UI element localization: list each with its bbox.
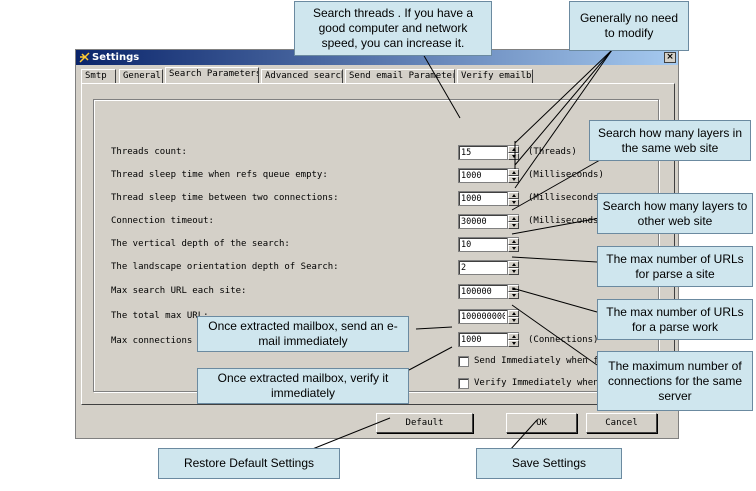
field-label-landscape-depth: The landscape orientation depth of Searc… xyxy=(111,262,339,272)
connection-timeout-input[interactable] xyxy=(461,216,505,228)
spin-up-icon[interactable] xyxy=(508,310,519,317)
tab-send-email-parameters[interactable]: Send email Parameters xyxy=(345,69,455,83)
max-url-each-site-input[interactable] xyxy=(461,286,505,298)
max-connections-input[interactable] xyxy=(461,334,505,346)
send-immediately-checkbox[interactable] xyxy=(458,356,469,367)
spin-down-icon[interactable] xyxy=(508,199,519,206)
tab-advanced-search[interactable]: Advanced search xyxy=(261,69,343,83)
max-connections-spinner[interactable] xyxy=(458,332,519,347)
spin-up-icon[interactable] xyxy=(508,169,519,176)
total-max-url-spinner[interactable] xyxy=(458,309,519,324)
search-parameters-panel: Threads count: (Threads) Thread sleep ti… xyxy=(81,83,675,405)
unit-connection-timeout: (Milliseconds) xyxy=(528,216,604,226)
spin-down-icon[interactable] xyxy=(508,245,519,252)
close-button[interactable]: × xyxy=(664,52,676,63)
sleep-queue-empty-input[interactable] xyxy=(461,170,505,182)
callout-save-settings: Save Settings xyxy=(476,448,622,479)
field-label-total-max-url: The total max URL: xyxy=(111,311,209,321)
spin-up-icon[interactable] xyxy=(508,192,519,199)
spin-up-icon[interactable] xyxy=(508,215,519,222)
callout-max-parse-work: The max number of URLs for a parse work xyxy=(597,299,753,340)
spin-up-icon[interactable] xyxy=(508,261,519,268)
callout-threads: Search threads . If you have a good comp… xyxy=(294,1,492,56)
tab-bar: Smtp General Search Parameters Advanced … xyxy=(81,67,673,83)
unit-sleep-between-connections: (Milliseconds) xyxy=(528,193,604,203)
spin-down-icon[interactable] xyxy=(508,268,519,275)
spin-down-icon[interactable] xyxy=(508,340,519,347)
spin-up-icon[interactable] xyxy=(508,285,519,292)
sleep-between-connections-input[interactable] xyxy=(461,193,505,205)
callout-send-mail: Once extracted mailbox, send an e-mail i… xyxy=(197,316,409,352)
callout-restore-default: Restore Default Settings xyxy=(158,448,340,479)
field-label-threads-count: Threads count: xyxy=(111,147,187,157)
callout-verify: Once extracted mailbox, verify it immedi… xyxy=(197,368,409,404)
tab-general[interactable]: General xyxy=(119,69,163,83)
callout-other-site: Search how many layers to other web site xyxy=(597,193,753,234)
spin-up-icon[interactable] xyxy=(508,333,519,340)
unit-threads: (Threads) xyxy=(528,147,577,157)
tab-verify-emailbox[interactable]: Verify emailbox xyxy=(457,69,533,83)
total-max-url-input[interactable] xyxy=(461,311,505,323)
spin-up-icon[interactable] xyxy=(508,146,519,153)
ok-button[interactable]: OK xyxy=(506,413,577,433)
connection-timeout-spinner[interactable] xyxy=(458,214,519,229)
vertical-depth-input[interactable] xyxy=(461,239,505,251)
callout-same-site: Search how many layers in the same web s… xyxy=(589,120,751,161)
spin-down-icon[interactable] xyxy=(508,317,519,324)
threads-count-spinner[interactable] xyxy=(458,145,519,160)
tab-smtp[interactable]: Smtp xyxy=(81,69,116,83)
tab-search-parameters[interactable]: Search Parameters xyxy=(165,67,259,83)
field-label-sleep-queue-empty: Thread sleep time when refs queue empty: xyxy=(111,170,328,180)
window-title: Settings xyxy=(92,52,140,63)
landscape-depth-input[interactable] xyxy=(461,262,505,274)
send-immediately-label: Send Immediately when find xyxy=(474,356,615,366)
spin-down-icon[interactable] xyxy=(508,292,519,299)
cancel-button[interactable]: Cancel xyxy=(586,413,657,433)
app-icon xyxy=(79,52,90,63)
field-label-max-connections: Max connections for each site: xyxy=(111,336,274,346)
field-label-sleep-between-connections: Thread sleep time between two connection… xyxy=(111,193,339,203)
callout-max-parse-site: The max number of URLs for parse a site xyxy=(597,246,753,287)
callout-no-modify: Generally no need to modify xyxy=(569,1,689,51)
default-button[interactable]: Default xyxy=(376,413,473,433)
field-label-vertical-depth: The vertical depth of the search: xyxy=(111,239,290,249)
unit-sleep-queue-empty: (Milliseconds) xyxy=(528,170,604,180)
spin-up-icon[interactable] xyxy=(508,238,519,245)
vertical-depth-spinner[interactable] xyxy=(458,237,519,252)
callout-max-connections: The maximum number of connections for th… xyxy=(597,351,753,411)
spin-down-icon[interactable] xyxy=(508,222,519,229)
unit-max-connections: (Connections) xyxy=(528,335,599,345)
max-url-each-site-spinner[interactable] xyxy=(458,284,519,299)
field-label-max-url-each-site: Max search URL each site: xyxy=(111,286,247,296)
verify-immediately-checkbox[interactable] xyxy=(458,378,469,389)
sleep-between-connections-spinner[interactable] xyxy=(458,191,519,206)
spin-down-icon[interactable] xyxy=(508,176,519,183)
verify-immediately-label: Verify Immediately when find xyxy=(474,378,626,388)
sleep-queue-empty-spinner[interactable] xyxy=(458,168,519,183)
spin-down-icon[interactable] xyxy=(508,153,519,160)
field-label-connection-timeout: Connection timeout: xyxy=(111,216,214,226)
landscape-depth-spinner[interactable] xyxy=(458,260,519,275)
threads-count-input[interactable] xyxy=(461,147,505,159)
